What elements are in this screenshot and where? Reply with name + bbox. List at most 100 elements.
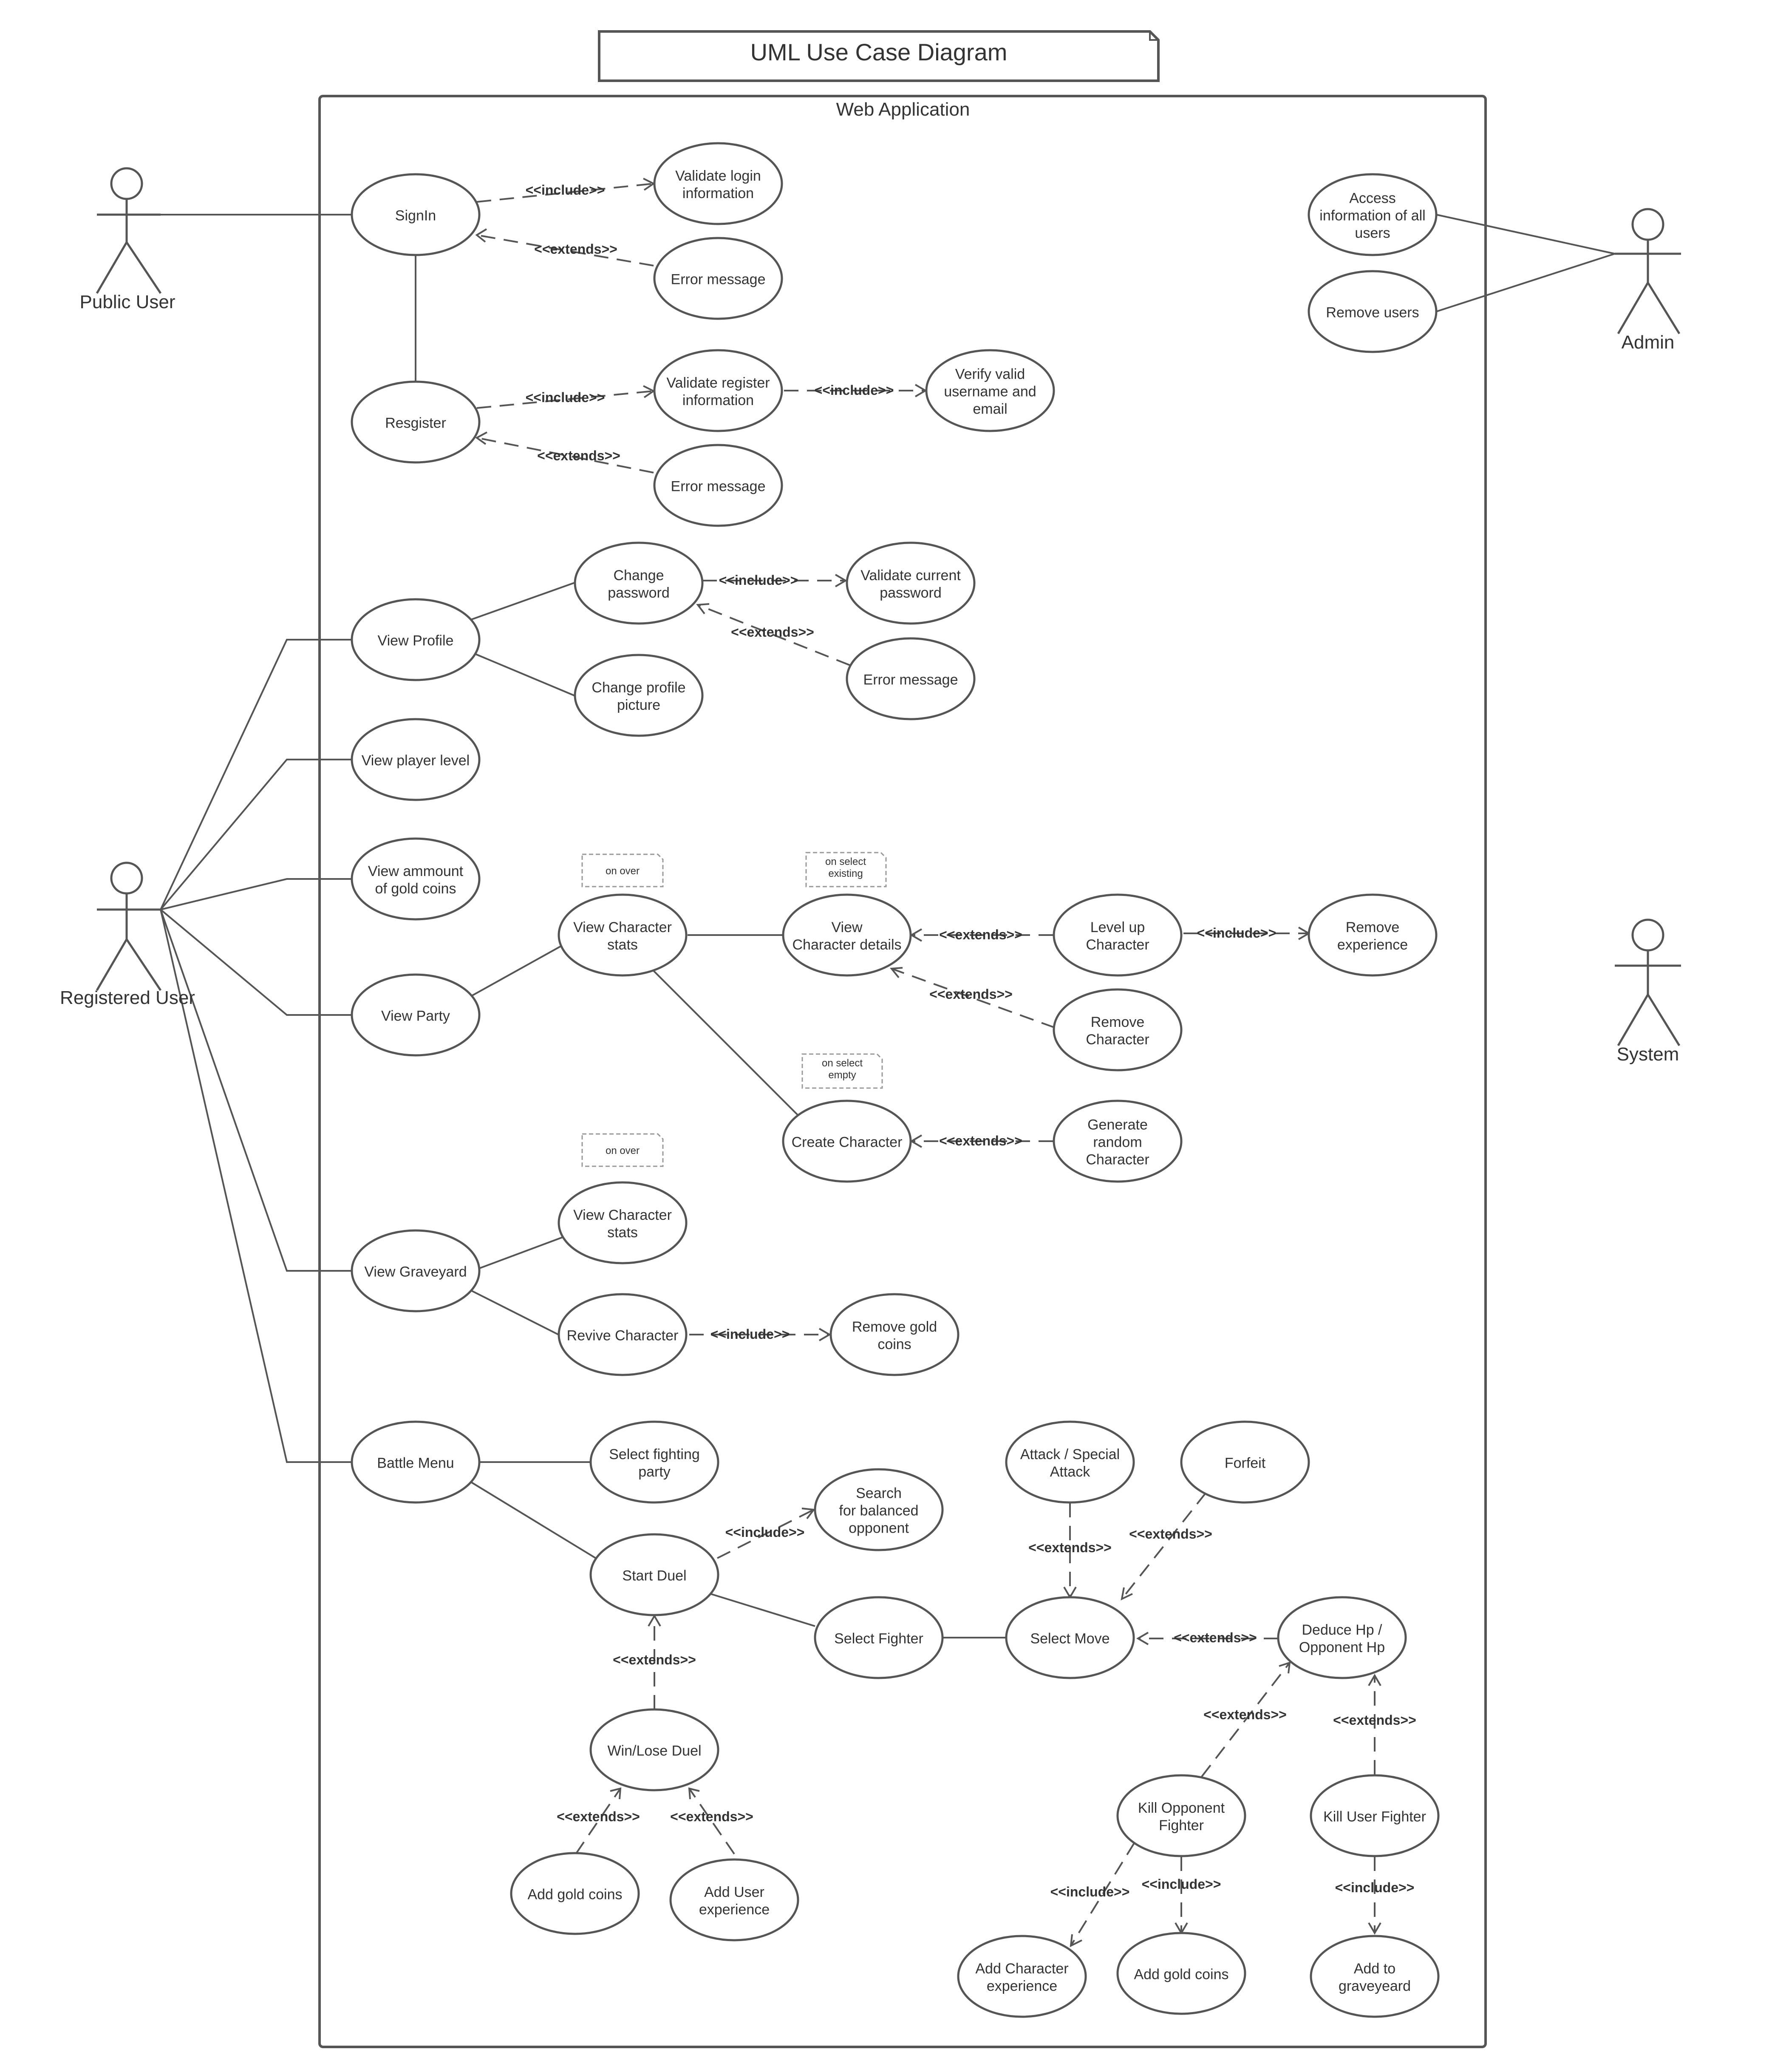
relation-label-include: <<include>> — [1335, 1880, 1415, 1895]
use-case-deduce-hp[interactable]: Deduce Hp /Opponent Hp — [1277, 1596, 1407, 1679]
use-case-kill-user-fighter[interactable]: Kill User Fighter — [1310, 1774, 1440, 1857]
stick-figure-icon — [1615, 208, 1681, 334]
relation-label-extends: <<extends>> — [1333, 1712, 1416, 1728]
relation-label-extends: <<extends>> — [537, 448, 620, 463]
use-case-signin[interactable]: SignIn — [351, 173, 481, 256]
relation-label-extends: <<extends>> — [1174, 1630, 1257, 1645]
relation-label-include: <<include>> — [526, 390, 605, 405]
relation-label-include: <<include>> — [1197, 925, 1277, 941]
svg-text:Add gold coins: Add gold coins — [527, 1887, 622, 1903]
actor-public-user[interactable]: Public User — [80, 167, 175, 312]
stick-figure-icon — [96, 167, 162, 294]
use-case-register-error-message[interactable]: Error message — [653, 444, 783, 527]
associations — [160, 214, 1615, 1638]
use-case-view-player-level[interactable]: View player level — [351, 718, 481, 801]
svg-text:Start Duel: Start Duel — [622, 1568, 686, 1584]
svg-text:Error message: Error message — [863, 672, 958, 688]
system-boundary-label: Web Application — [836, 99, 970, 120]
use-case-forfeit[interactable]: Forfeit — [1180, 1420, 1310, 1504]
actor-system[interactable]: System — [1615, 918, 1681, 1065]
note-on-over-graveyard: on over — [581, 1133, 664, 1167]
relation-labels: <<include>> <<extends>> <<include>> <<in… — [526, 182, 1416, 1899]
use-case-add-gold-coins-duel[interactable]: Add gold coins — [510, 1852, 640, 1935]
relation-label-extends: <<extends>> — [534, 241, 617, 257]
use-case-create-character[interactable]: Create Character — [782, 1100, 912, 1183]
use-case-view-graveyard[interactable]: View Graveyard — [351, 1229, 481, 1312]
dependency-arrows — [475, 178, 1381, 1947]
note-text: on over — [606, 1145, 640, 1156]
actor-registered-user[interactable]: Registered User — [60, 862, 195, 1008]
relation-label-extends: <<extends>> — [1028, 1540, 1112, 1555]
use-case-signin-error-message[interactable]: Error message — [653, 237, 783, 320]
svg-text:Remove users: Remove users — [1326, 305, 1419, 321]
svg-text:Deduce Hp /Opponent Hp: Deduce Hp /Opponent Hp — [1299, 1622, 1385, 1655]
use-case-revive-character[interactable]: Revive Character — [558, 1293, 688, 1376]
use-case-remove-users[interactable]: Remove users — [1308, 270, 1438, 353]
svg-text:Resgister: Resgister — [385, 415, 446, 431]
relation-label-extends: <<extends>> — [613, 1652, 696, 1667]
use-case-view-profile[interactable]: View Profile — [351, 598, 481, 681]
use-case-select-fighter[interactable]: Select Fighter — [814, 1596, 944, 1679]
actor-label: System — [1617, 1044, 1679, 1065]
use-case-add-gold-coins-kill[interactable]: Add gold coins — [1116, 1932, 1246, 2015]
actor-label: Registered User — [60, 987, 195, 1008]
svg-text:Kill User Fighter: Kill User Fighter — [1323, 1809, 1426, 1825]
actor-admin[interactable]: Admin — [1615, 208, 1681, 353]
relation-label-include: <<include>> — [1050, 1884, 1130, 1899]
relation-label-extends: <<extends>> — [670, 1809, 753, 1824]
relation-label-extends: <<extends>> — [731, 624, 814, 640]
use-case-battle-menu[interactable]: Battle Menu — [351, 1420, 481, 1504]
svg-text:Error message: Error message — [671, 272, 766, 288]
relation-label-include: <<include>> — [710, 1327, 790, 1342]
diagram-title: UML Use Case Diagram — [598, 30, 1160, 82]
actor-label: Public User — [80, 292, 175, 312]
use-case-start-duel[interactable]: Start Duel — [589, 1533, 719, 1616]
use-case-view-party[interactable]: View Party — [351, 973, 481, 1057]
use-case-password-error-message[interactable]: Error message — [846, 637, 976, 720]
use-case-select-move[interactable]: Select Move — [1005, 1596, 1135, 1679]
use-case-register[interactable]: Resgister — [351, 380, 481, 464]
svg-text:Revive Character: Revive Character — [567, 1328, 679, 1344]
svg-text:Error message: Error message — [671, 479, 766, 495]
use-case-win-lose-duel[interactable]: Win/Lose Duel — [589, 1708, 719, 1791]
